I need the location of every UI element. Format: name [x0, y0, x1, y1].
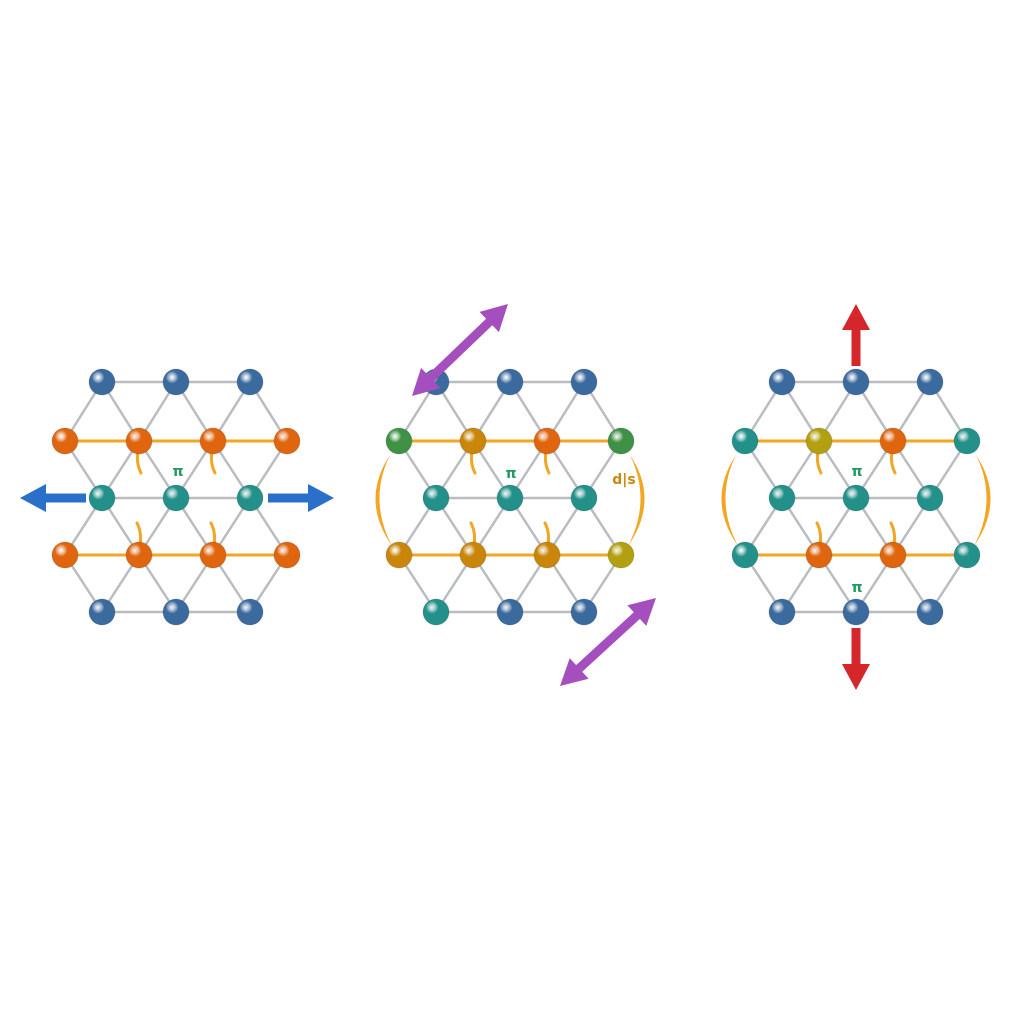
atom-teal: [916, 484, 944, 512]
atom-orange: [199, 427, 227, 455]
lattice-atoms: [385, 368, 635, 626]
atom-blue: [162, 598, 190, 626]
atom-blue: [916, 598, 944, 626]
atom-teal: [953, 541, 981, 569]
atom-teal: [731, 427, 759, 455]
arrow-head: [560, 658, 589, 686]
atom-teal: [236, 484, 264, 512]
atom-blue: [236, 598, 264, 626]
lattice-panels: [51, 368, 991, 626]
atom-blue: [162, 368, 190, 396]
atom-blue: [496, 368, 524, 396]
atom-olive: [607, 541, 635, 569]
atom-blue: [570, 368, 598, 396]
atom-orange: [879, 541, 907, 569]
up-strain-arrow: [842, 304, 870, 366]
arrow-head: [842, 664, 870, 690]
atom-orange: [805, 541, 833, 569]
atom-orange: [879, 427, 907, 455]
atom-green: [607, 427, 635, 455]
atom-ochre: [459, 541, 487, 569]
arrow-head: [627, 598, 656, 626]
atom-blue: [88, 598, 116, 626]
atom-blue: [88, 368, 116, 396]
orbital-label-panel2-pi: π: [505, 466, 516, 482]
lattice-atoms: [51, 368, 301, 626]
upper-diagonal-strain-arrow: [412, 304, 508, 396]
orbital-labels: π π d|s π π: [172, 464, 862, 596]
atom-ochre: [385, 541, 413, 569]
atom-teal: [768, 484, 796, 512]
atom-teal: [570, 484, 598, 512]
atom-teal: [731, 541, 759, 569]
orbital-label-panel3-pi-bottom: π: [851, 580, 862, 596]
arrow-shaft: [572, 608, 644, 676]
atom-orange: [51, 427, 79, 455]
atom-teal: [842, 484, 870, 512]
atom-orange: [273, 541, 301, 569]
atom-ochre: [459, 427, 487, 455]
atom-blue: [842, 368, 870, 396]
lower-diagonal-strain-arrow: [560, 598, 656, 686]
left-side-arc: [721, 455, 738, 546]
lattice-atoms: [731, 368, 981, 626]
atom-green: [385, 427, 413, 455]
atom-teal: [953, 427, 981, 455]
arrow-head: [20, 484, 46, 512]
atom-orange: [125, 541, 153, 569]
atom-blue: [768, 598, 796, 626]
left-side-arc: [375, 455, 392, 546]
orbital-label-panel1-pi: π: [172, 464, 183, 480]
atom-blue: [570, 598, 598, 626]
atom-blue: [496, 598, 524, 626]
arrow-head: [479, 304, 508, 333]
atom-ochre: [533, 541, 561, 569]
atom-orange: [533, 427, 561, 455]
down-strain-arrow: [842, 628, 870, 690]
strain-arrows: [20, 304, 870, 690]
atom-teal: [162, 484, 190, 512]
atom-orange: [51, 541, 79, 569]
atom-orange: [125, 427, 153, 455]
atom-teal: [422, 484, 450, 512]
atom-teal: [88, 484, 116, 512]
atom-blue: [842, 598, 870, 626]
right-strain-arrow: [268, 484, 334, 512]
orbital-label-panel3-pi-top: π: [851, 464, 862, 480]
arrow-head: [412, 367, 441, 396]
atom-olive: [805, 427, 833, 455]
arrow-head: [842, 304, 870, 330]
lattice-panel-diagonal-strain: [375, 368, 645, 626]
right-side-arc: [974, 455, 991, 546]
atom-blue: [768, 368, 796, 396]
atom-teal: [422, 598, 450, 626]
left-strain-arrow: [20, 484, 86, 512]
arrow-head: [308, 484, 334, 512]
right-side-arc: [628, 455, 645, 546]
atom-teal: [496, 484, 524, 512]
atom-orange: [273, 427, 301, 455]
atom-orange: [199, 541, 227, 569]
atom-blue: [916, 368, 944, 396]
atom-blue: [236, 368, 264, 396]
arrow-shaft: [423, 315, 497, 385]
lattice-panel-horizontal-strain: [51, 368, 301, 626]
orbital-label-panel2-d: d|s: [612, 472, 635, 488]
lattice-panel-vertical-strain: [721, 368, 991, 626]
